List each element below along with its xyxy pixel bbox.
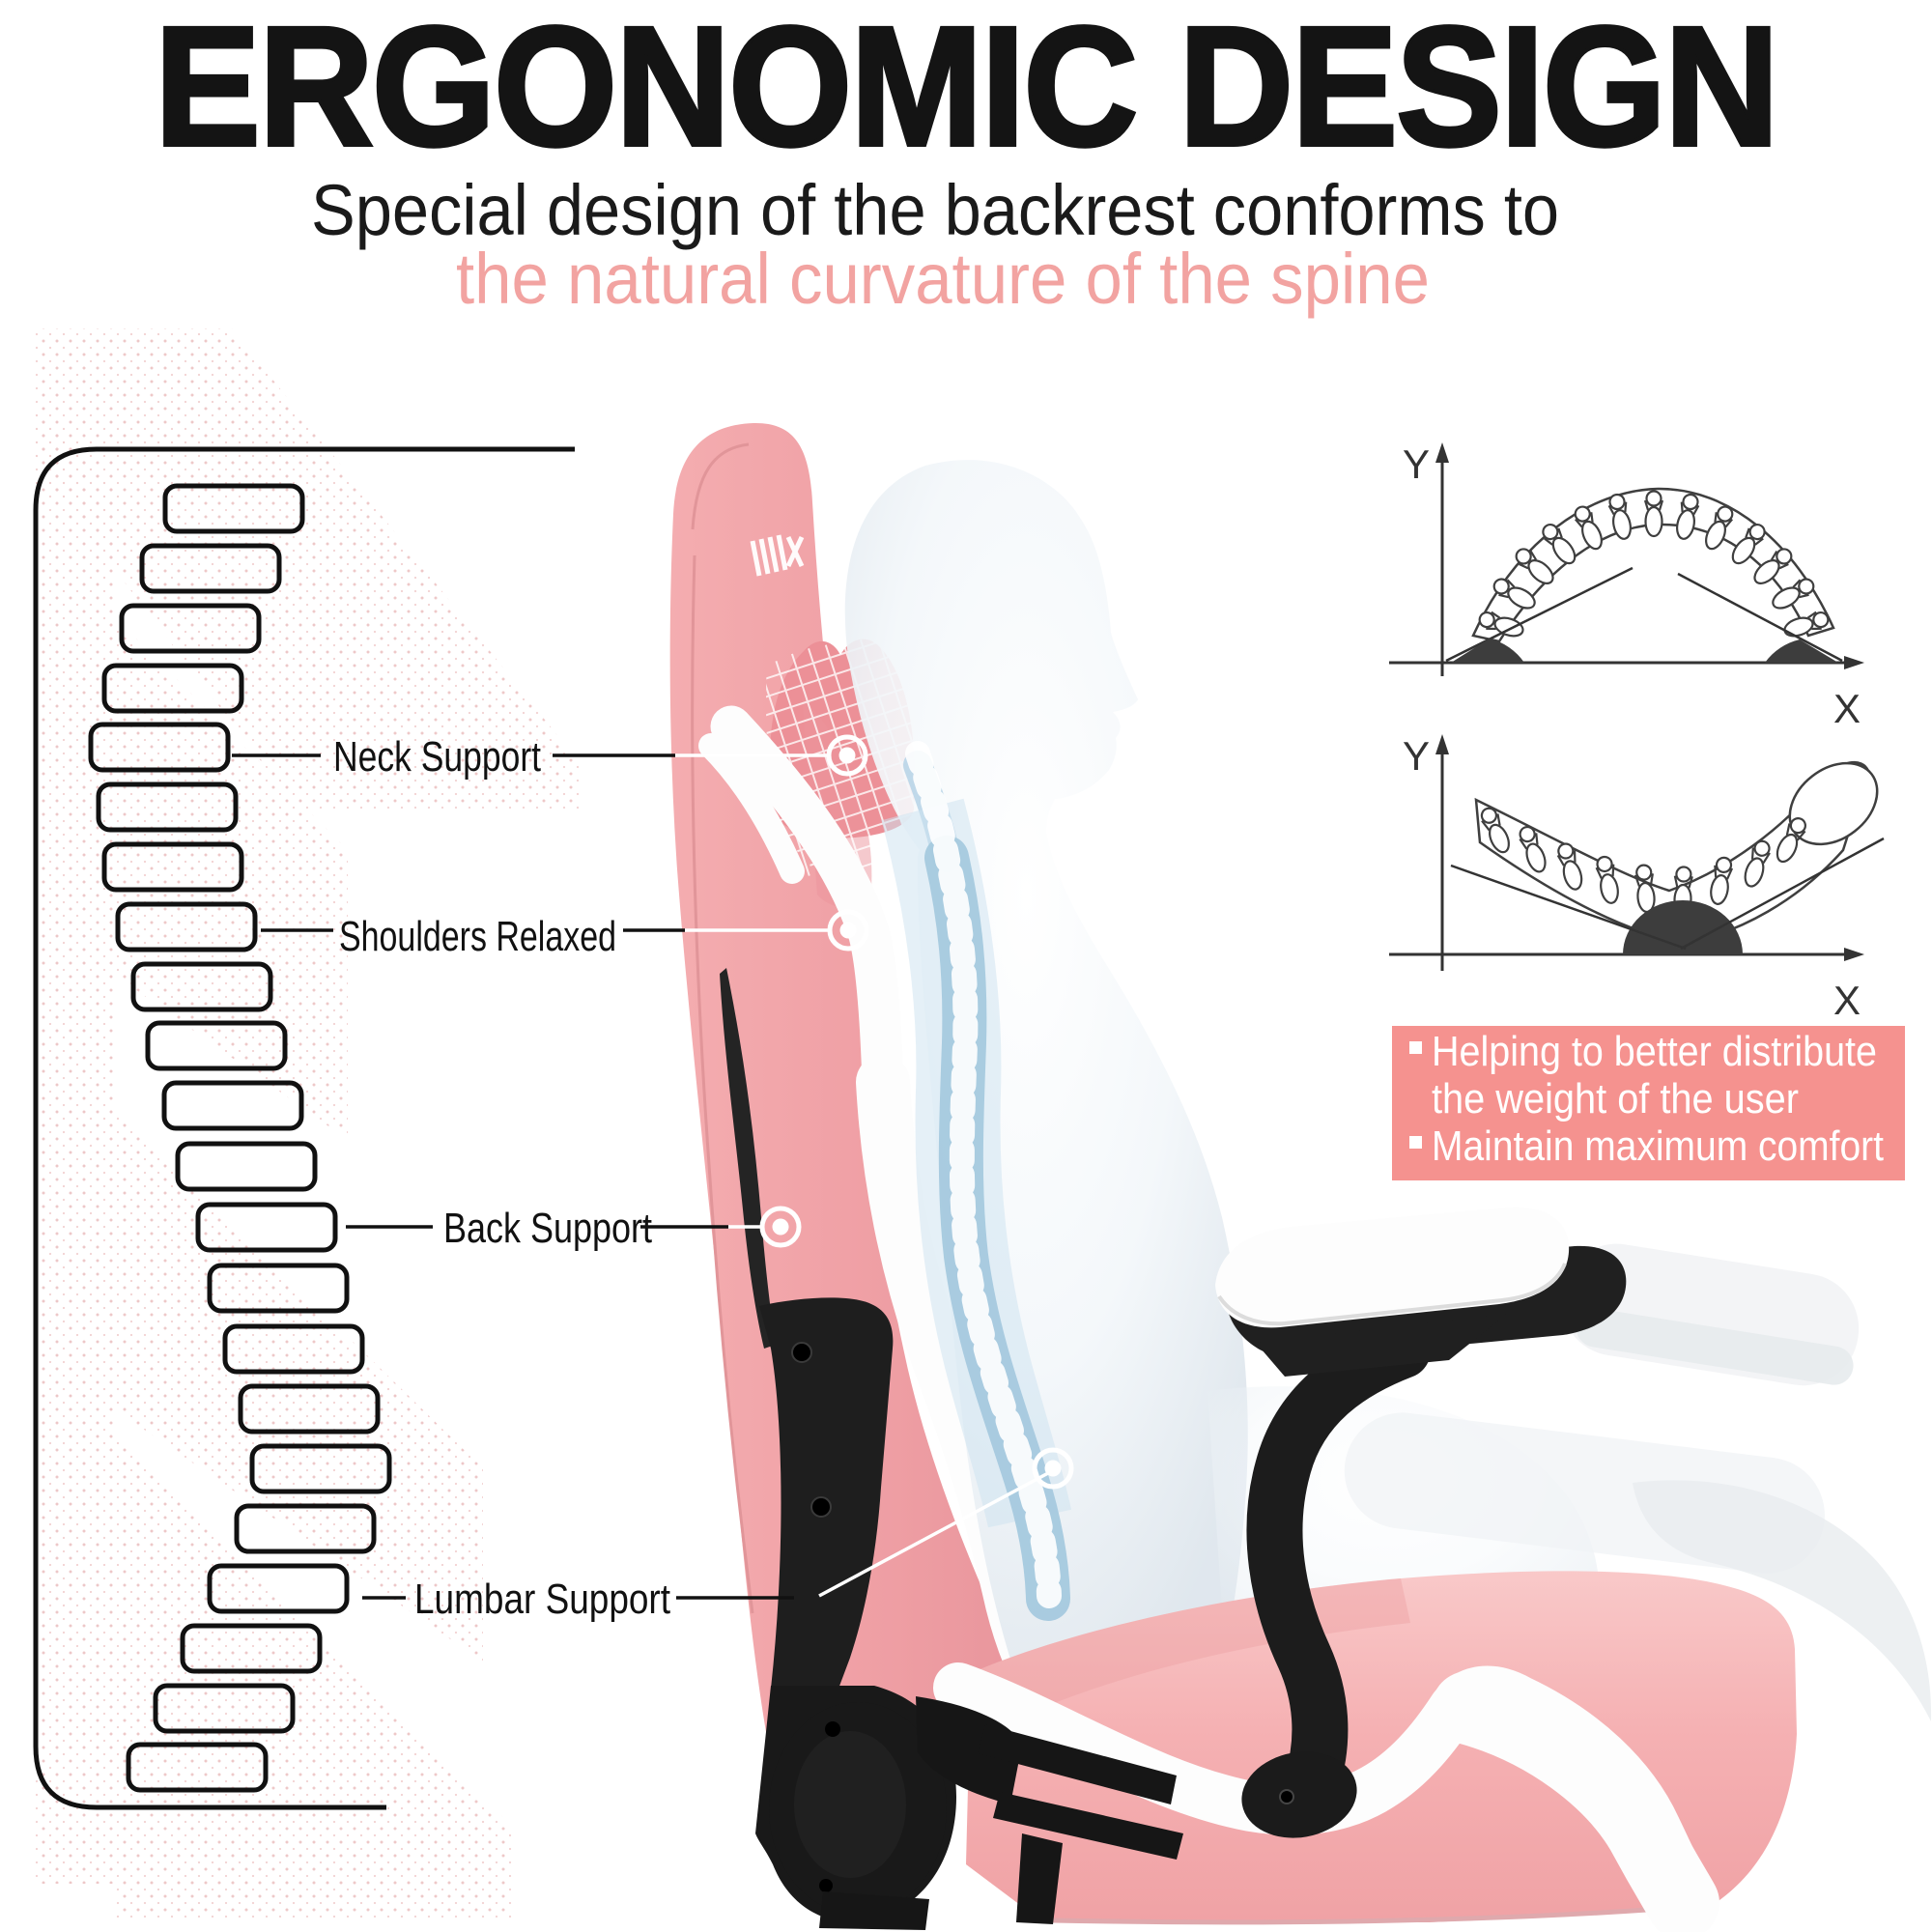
svg-text:Helping to better distribute: Helping to better distribute <box>1432 1028 1877 1075</box>
svg-text:Lumbar Support: Lumbar Support <box>414 1576 670 1623</box>
svg-text:the natural curvature of the s: the natural curvature of the spine <box>456 239 1430 319</box>
svg-text:Y: Y <box>1403 441 1430 487</box>
svg-text:ERGONOMIC DESIGN: ERGONOMIC DESIGN <box>155 0 1777 182</box>
svg-text:Neck Support: Neck Support <box>333 733 541 781</box>
svg-text:Special design of the backrest: Special design of the backrest conforms … <box>311 170 1559 250</box>
svg-text:X: X <box>1833 978 1861 1023</box>
svg-text:Y: Y <box>1403 733 1430 779</box>
svg-text:Maintain maximum comfort: Maintain maximum comfort <box>1432 1122 1884 1170</box>
svg-text:Back Support: Back Support <box>443 1205 652 1252</box>
svg-text:X: X <box>1833 686 1861 731</box>
svg-text:Shoulders Relaxed: Shoulders Relaxed <box>339 913 616 960</box>
svg-text:the weight of the user: the weight of the user <box>1432 1075 1799 1122</box>
